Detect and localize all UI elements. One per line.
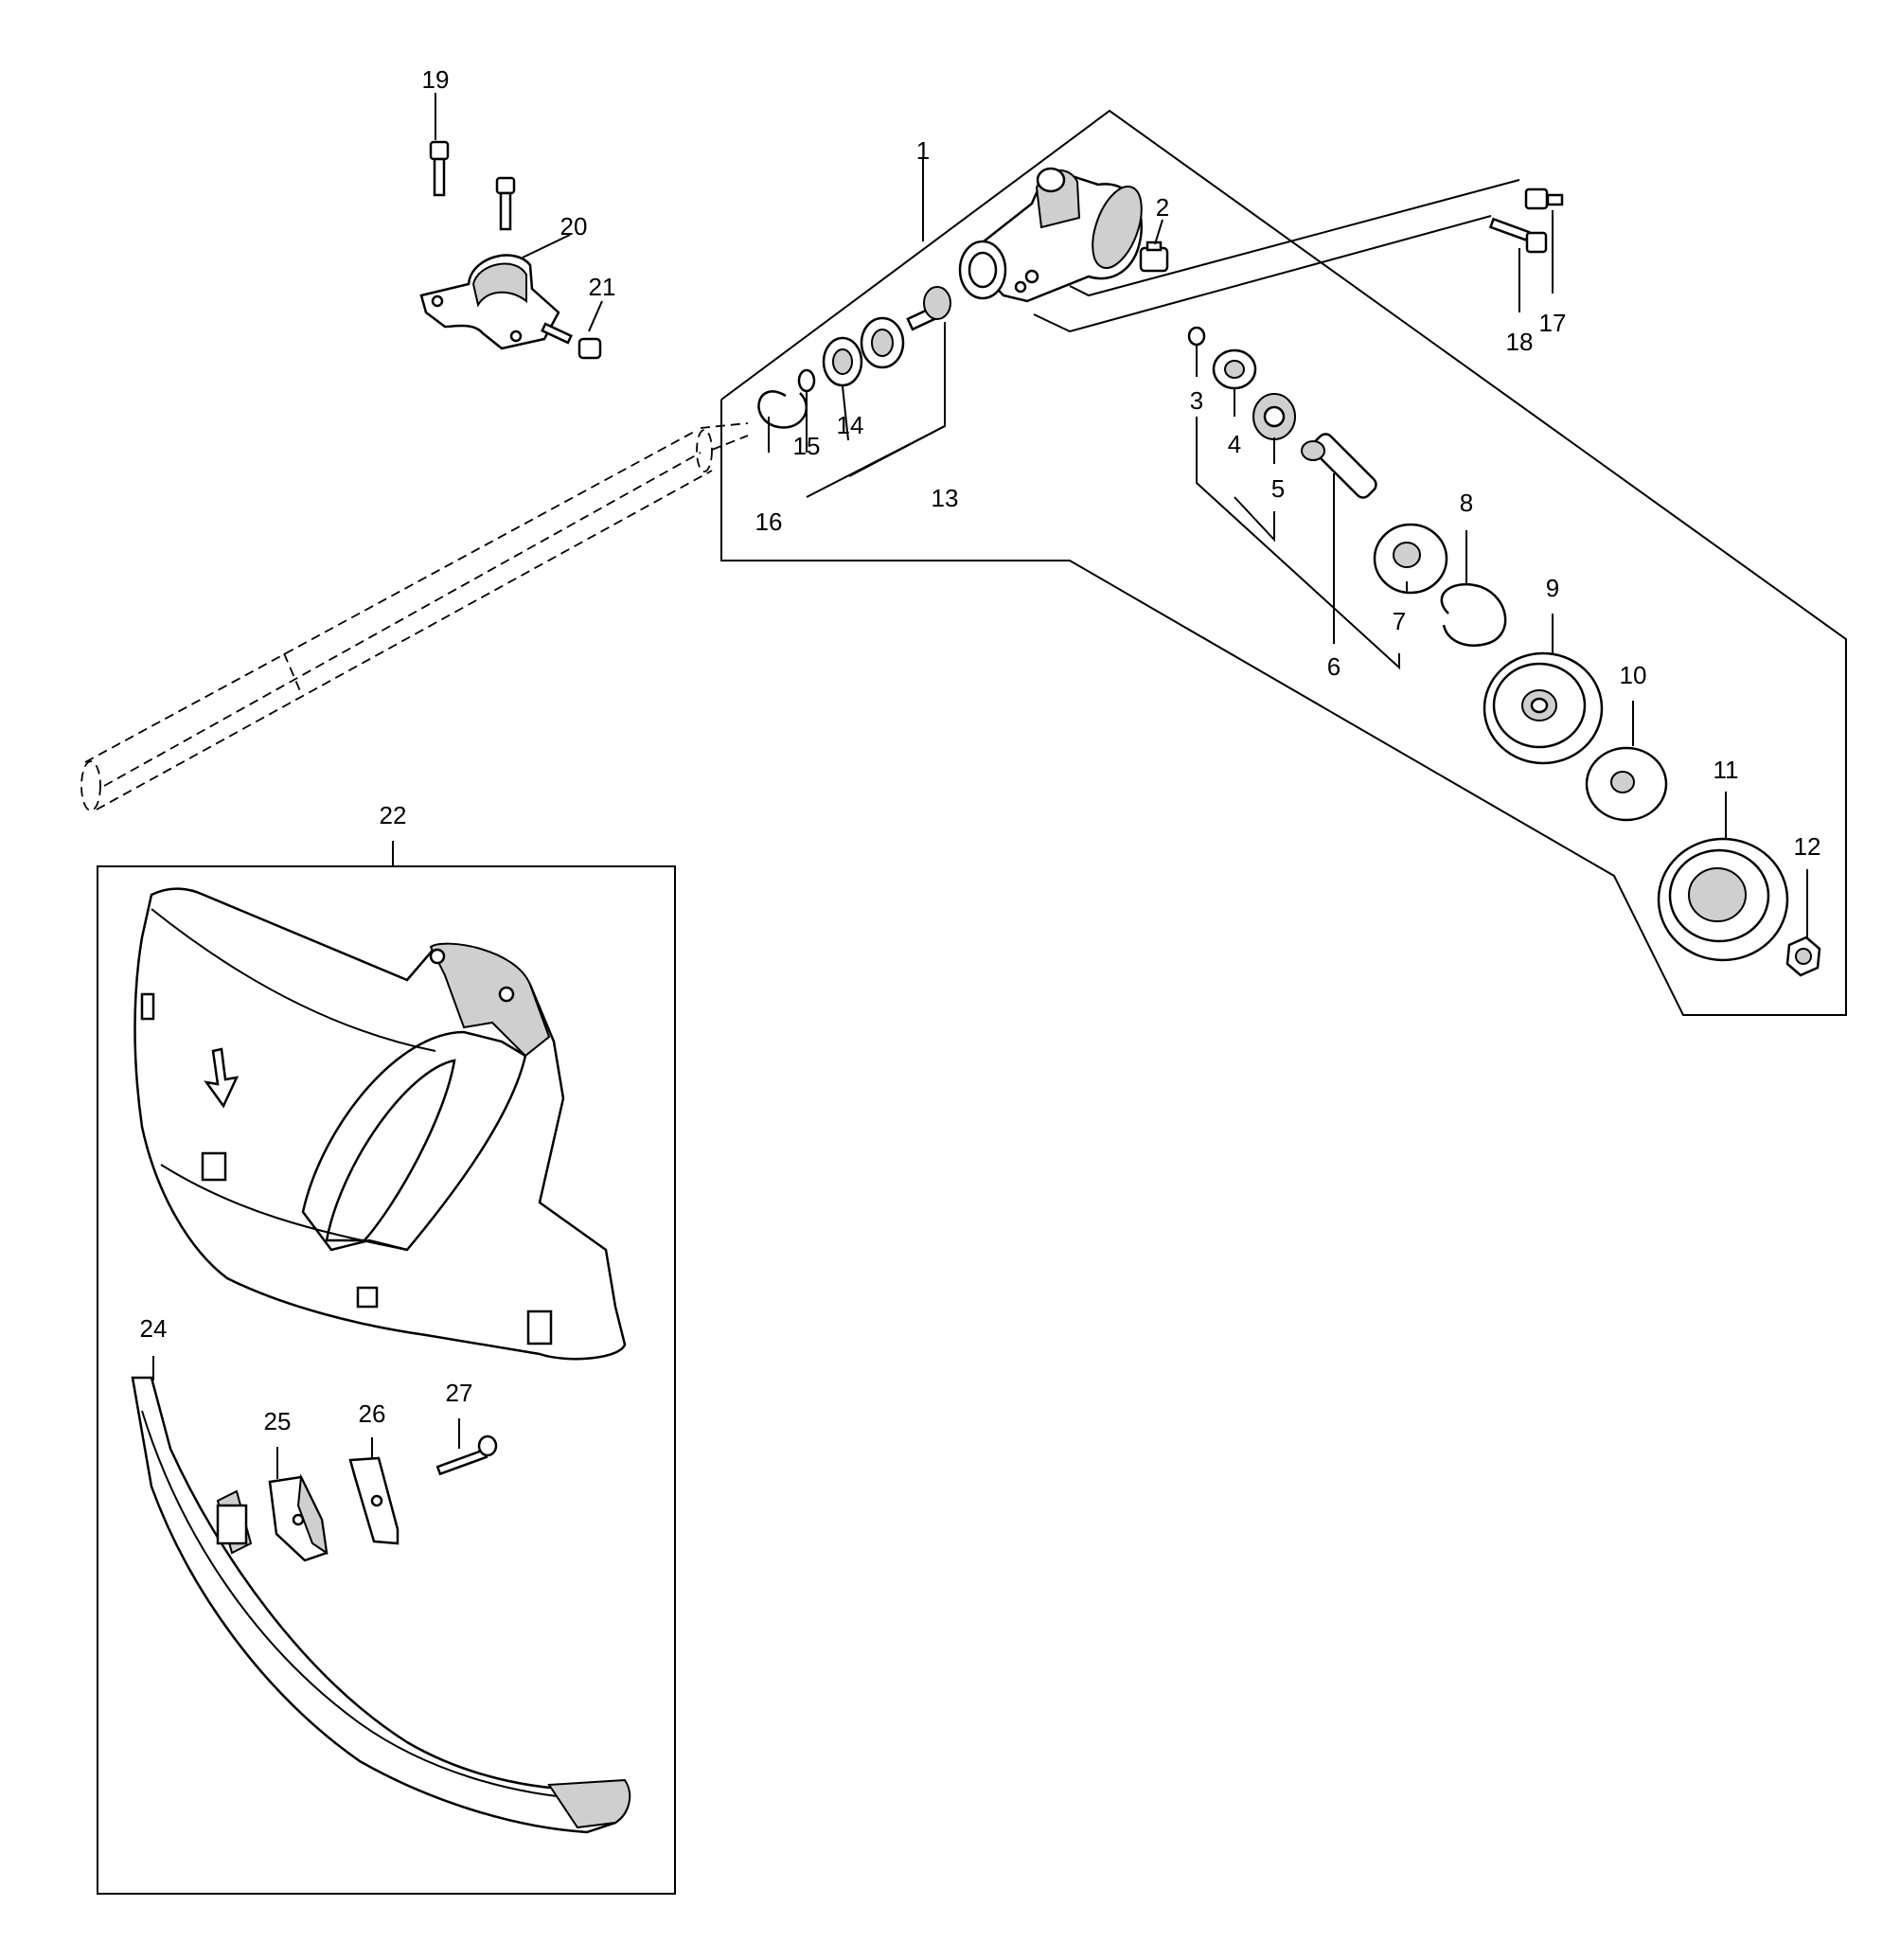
leader-17-housing — [1069, 179, 1520, 297]
oring-3 — [1187, 326, 1206, 347]
cup-11 — [1657, 837, 1789, 962]
label-7: 7 — [1393, 607, 1406, 635]
bevel-gear-5 — [1252, 393, 1296, 440]
label-3: 3 — [1190, 386, 1203, 415]
label-11: 11 — [1714, 756, 1739, 784]
label-9: 9 — [1546, 574, 1559, 602]
shaft-tube — [80, 422, 749, 811]
nut-12 — [1785, 935, 1821, 977]
label-8: 8 — [1460, 489, 1473, 517]
label-2: 2 — [1156, 193, 1169, 222]
guard-body — [133, 887, 627, 1361]
bearing-7 — [1373, 523, 1448, 595]
screw-27 — [435, 1434, 498, 1476]
screw-17 — [1524, 187, 1564, 210]
shaft-6 — [1301, 433, 1377, 499]
circlip-16 — [757, 390, 808, 429]
label-1: 1 — [916, 136, 930, 165]
pinion-13 — [906, 286, 951, 331]
washer-10 — [1585, 746, 1668, 822]
label-27: 27 — [446, 1379, 473, 1407]
label-14: 14 — [837, 411, 864, 439]
leader-18-housing — [1033, 215, 1492, 333]
flange-9 — [1483, 651, 1604, 765]
label-19: 19 — [422, 65, 450, 94]
label-21: 21 — [589, 273, 616, 301]
label-17: 17 — [1539, 309, 1567, 337]
label-5: 5 — [1271, 474, 1285, 503]
clamp-20 — [419, 254, 560, 350]
guard-group-outline — [97, 865, 676, 1895]
blade-26 — [348, 1456, 400, 1545]
label-15: 15 — [793, 432, 821, 460]
leader-lines — [152, 93, 1808, 1479]
bearing-14b — [860, 316, 905, 369]
screw-21 — [541, 322, 602, 360]
label-6: 6 — [1327, 652, 1341, 681]
label-12: 12 — [1794, 832, 1821, 861]
screw-19 — [429, 140, 450, 197]
plug-2 — [1139, 241, 1169, 273]
screw-19b — [495, 176, 516, 231]
label-22: 22 — [380, 801, 407, 829]
bearing-14 — [822, 336, 863, 387]
label-25: 25 — [264, 1407, 292, 1435]
guard-extension-24 — [131, 1376, 631, 1834]
washer-4 — [1212, 348, 1257, 390]
circlip-8 — [1440, 582, 1507, 647]
label-26: 26 — [359, 1399, 386, 1428]
label-24: 24 — [140, 1314, 168, 1343]
label-20: 20 — [560, 212, 588, 241]
label-10: 10 — [1620, 661, 1647, 689]
block-25 — [268, 1473, 329, 1562]
label-16: 16 — [755, 508, 783, 536]
gearhead-housing-1 — [958, 167, 1144, 303]
label-13: 13 — [932, 484, 959, 512]
label-4: 4 — [1228, 430, 1241, 458]
part-labels: 1 2 3 4 5 6 7 8 9 10 11 12 13 14 15 16 1… — [140, 65, 1821, 1435]
screw-18 — [1488, 217, 1548, 254]
label-18: 18 — [1506, 328, 1534, 356]
ring-15 — [797, 368, 816, 393]
gearhead-group-outline — [720, 109, 1847, 1016]
